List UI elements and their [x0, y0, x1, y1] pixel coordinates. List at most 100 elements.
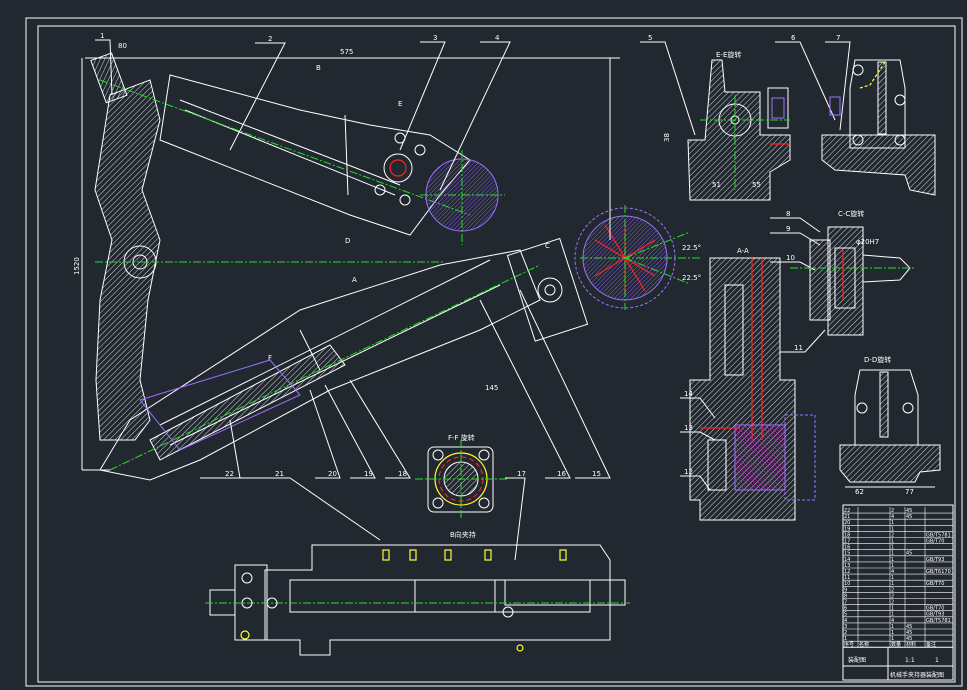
- table-cell: 1: [891, 636, 894, 642]
- table-cell: 45: [906, 624, 912, 630]
- dim-angle-top: 22.5°: [682, 244, 701, 252]
- table-cell: 1: [891, 624, 894, 630]
- left-arm: [94, 79, 161, 441]
- letter-b: B: [316, 64, 321, 72]
- part-number-label: 11: [794, 344, 803, 352]
- ee-title: E-E旋转: [716, 50, 741, 59]
- table-cell: 18: [844, 532, 850, 538]
- drawing-title: 机械手夹持器装配图: [890, 671, 944, 679]
- part-number-label: 15: [592, 470, 601, 478]
- table-header: 备注: [926, 641, 936, 648]
- table-cell: 1: [891, 575, 894, 581]
- table-cell: 4: [891, 569, 894, 575]
- inner-frame: [37, 25, 956, 683]
- lower-arm: [99, 249, 541, 481]
- table-cell: 1: [891, 557, 894, 563]
- table-cell: GB/T5781: [926, 532, 951, 538]
- letter-c: C: [545, 242, 550, 250]
- letter-d: D: [345, 237, 350, 245]
- dim-ee-height: 38: [663, 133, 671, 142]
- table-cell: 45: [906, 508, 912, 514]
- table-cell: 5: [844, 612, 847, 618]
- dim-angle-bottom: 22.5°: [682, 274, 701, 282]
- table-cell: 4: [891, 514, 894, 520]
- table-cell: 17: [844, 539, 850, 545]
- table-cell: 19: [844, 526, 850, 532]
- table-cell: 9: [844, 587, 847, 593]
- table-cell: GB/T70: [926, 539, 944, 545]
- part-number-label: 3: [433, 34, 437, 42]
- table-cell: 45: [906, 551, 912, 557]
- part-number-label: 1: [100, 32, 104, 40]
- part-number-label: 21: [275, 470, 284, 478]
- aa-title: A-A: [737, 247, 749, 255]
- view-letters: B A C D F E: [268, 64, 550, 362]
- part-number-label: 6: [791, 34, 796, 42]
- table-cell: GB/T70: [926, 581, 944, 587]
- table-cell: 2: [891, 600, 894, 606]
- table-cell: 14: [844, 557, 850, 563]
- table-header: 序号: [844, 641, 854, 648]
- head-bolt: [537, 277, 563, 303]
- table-cell: 45: [906, 636, 912, 642]
- ff-title: F-F 旋转: [448, 433, 475, 442]
- dim-top-width: 575: [340, 48, 353, 56]
- upper-arm: [159, 74, 471, 236]
- yellow-fasteners: [240, 549, 567, 652]
- ee-right-view: [821, 59, 936, 196]
- table-cell: 2: [891, 508, 894, 514]
- table-cell: 45: [906, 630, 912, 636]
- table-cell: 45: [906, 514, 912, 520]
- table-cell: 2: [891, 593, 894, 599]
- title-ratio: 1:1: [905, 657, 915, 664]
- cc-view: [790, 226, 915, 336]
- table-cell: 15: [844, 551, 850, 557]
- table-cell: 10: [844, 581, 850, 587]
- part-number-label: 2: [268, 35, 272, 43]
- table-cell: 1: [891, 563, 894, 569]
- b-view: [205, 544, 630, 656]
- table-cell: 3: [844, 624, 847, 630]
- view-titles: E-E旋转 C-C旋转 A-A D-D旋转 F-F 旋转 B向夹持: [448, 50, 891, 539]
- table-cell: 1: [891, 526, 894, 532]
- table-cell: 7: [844, 600, 847, 606]
- letter-e: E: [398, 100, 402, 108]
- table-cell: GB/T93: [926, 612, 944, 618]
- letter-a: A: [352, 276, 357, 284]
- table-cell: 2: [844, 630, 847, 636]
- b-title: B向夹持: [450, 530, 476, 539]
- part-number-label: 10: [786, 254, 795, 262]
- upper-arm-inner: [179, 99, 401, 196]
- dim-top-small: 80: [118, 42, 127, 50]
- part-number-label: 20: [328, 470, 337, 478]
- dim-bore: φ20H7: [856, 238, 879, 246]
- table-cell: GB/T6170: [926, 569, 951, 575]
- table-cell: 1: [891, 630, 894, 636]
- table-cell: 6: [844, 606, 847, 612]
- letter-f: F: [268, 354, 272, 362]
- table-header: 材料: [906, 641, 916, 648]
- part-number-label: 8: [786, 210, 790, 218]
- part-number-label: 9: [786, 225, 790, 233]
- table-cell: 2: [891, 532, 894, 538]
- part-number-label: 7: [836, 34, 840, 42]
- table-cell: 1: [891, 545, 894, 551]
- table-cell: 1: [891, 551, 894, 557]
- upper-centerline: [99, 79, 471, 216]
- table-header: 名称: [859, 641, 869, 648]
- aa-view: [689, 257, 816, 521]
- dimension-labels: 575 80 1520 22.5° 22.5° φ20H7 51 55 38 6…: [73, 42, 914, 496]
- table-cell: 12: [844, 569, 850, 575]
- part-number-label: 12: [684, 468, 693, 476]
- title-sheet: 1: [935, 657, 939, 664]
- dim-dd-right: 77: [905, 488, 914, 496]
- table-cell: 1: [891, 612, 894, 618]
- dim-ee-right: 55: [752, 181, 761, 189]
- ee-view: [687, 59, 791, 201]
- table-cell: 22: [844, 508, 850, 514]
- part-number-label: 5: [648, 34, 652, 42]
- outer-frame: [25, 17, 963, 687]
- table-cell: GB/T70: [926, 606, 944, 612]
